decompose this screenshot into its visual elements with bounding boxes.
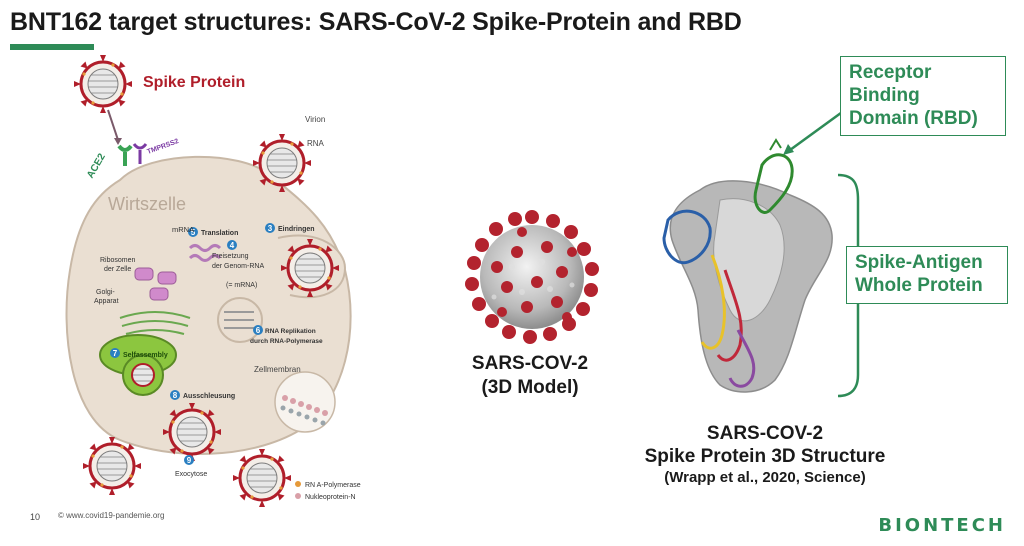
ribosomes-label-line2: der Zelle [104, 266, 131, 273]
sars-cov-2-3d-model [465, 210, 599, 344]
legend-swatch-polymerase [295, 481, 301, 487]
step-8-label: Ausschleusung [183, 393, 235, 400]
right-caption: SARS-COV-2 Spike Protein 3D Structure (W… [615, 422, 915, 488]
antigen-box-line2: Whole Protein [855, 275, 983, 296]
middle-caption: SARS-COV-2 (3D Model) [440, 352, 620, 400]
svg-text:7: 7 [113, 349, 118, 358]
slide-number: 10 [30, 512, 41, 522]
virion-label: Virion [305, 115, 325, 124]
rbd-box: Receptor Binding Domain (RBD) [840, 56, 1006, 136]
svg-text:5: 5 [191, 228, 196, 237]
step-7-label: Selfassembly [123, 352, 168, 359]
step-6-label-line2: durch RNA-Polymerase [250, 338, 323, 345]
spike-protein-3d-structure [662, 138, 833, 393]
legend-swatch-nucleoprotein [295, 493, 301, 499]
step-9-label: Exocytose [175, 471, 207, 478]
svg-text:4: 4 [230, 241, 235, 250]
svg-text:8: 8 [173, 391, 178, 400]
step-3-label: Eindringen [278, 226, 315, 233]
svg-text:3: 3 [268, 224, 273, 233]
right-caption-line1: SARS-COV-2 [706, 423, 824, 444]
svg-text:9: 9 [187, 456, 192, 465]
legend: RN A-Polymerase Nukleoprotein-N [295, 481, 361, 501]
tmprss2-label: TMPRSS2 [146, 138, 180, 156]
golgi-label: Golgi- [96, 289, 115, 296]
biontech-logo: BIONTECH [878, 515, 1006, 536]
step-6-label: RNA Replikation [265, 328, 316, 335]
middle-caption-line1: SARS-COV-2 [471, 353, 589, 374]
copyright-text: © www.covid19-pandemie.org [58, 511, 165, 520]
host-cell-label: Wirtszelle [108, 194, 186, 214]
slide-title: BNT162 target structures: SARS-CoV-2 Spi… [10, 8, 742, 36]
rna-label: RNA [307, 139, 325, 148]
membrane-label: Zellmembran [254, 365, 301, 374]
spike-protein-label: Spike Protein [143, 74, 245, 91]
virion-exit-left [81, 435, 143, 497]
legend-label-nucleoprotein: Nukleoprotein-N [305, 494, 356, 501]
legend-label-polymerase: RN A-Polymerase [305, 482, 361, 489]
antigen-box-line1: Spike-Antigen [855, 252, 983, 273]
step-4-label: Freisetzung [212, 253, 249, 260]
virion-exit-right [231, 447, 293, 509]
virion-top-left [72, 53, 134, 115]
spike-antigen-box: Spike-Antigen Whole Protein [846, 246, 1008, 304]
mrna-label: mRNA [172, 225, 194, 234]
middle-caption-line2: (3D Model) [481, 377, 579, 398]
step-4-label-line3: (= mRNA) [226, 282, 257, 289]
step-4-label-line2: der Genom-RNA [212, 263, 264, 270]
right-caption-line3: (Wrapp et al., 2020, Science) [664, 469, 866, 486]
svg-text:6: 6 [256, 326, 261, 335]
title-accent-bar [10, 44, 94, 50]
ribosomes-label: Ribosomen [100, 257, 136, 264]
golgi-label-line2: Apparat [94, 298, 119, 305]
rbd-box-line2: Binding [849, 85, 920, 106]
step-5-label: Translation [201, 230, 238, 237]
ace2-label: ACE2 [85, 151, 108, 180]
rbd-box-line1: Receptor [849, 62, 932, 83]
right-caption-line2: Spike Protein 3D Structure [644, 446, 886, 467]
rbd-box-line3: Domain (RBD) [849, 108, 978, 129]
